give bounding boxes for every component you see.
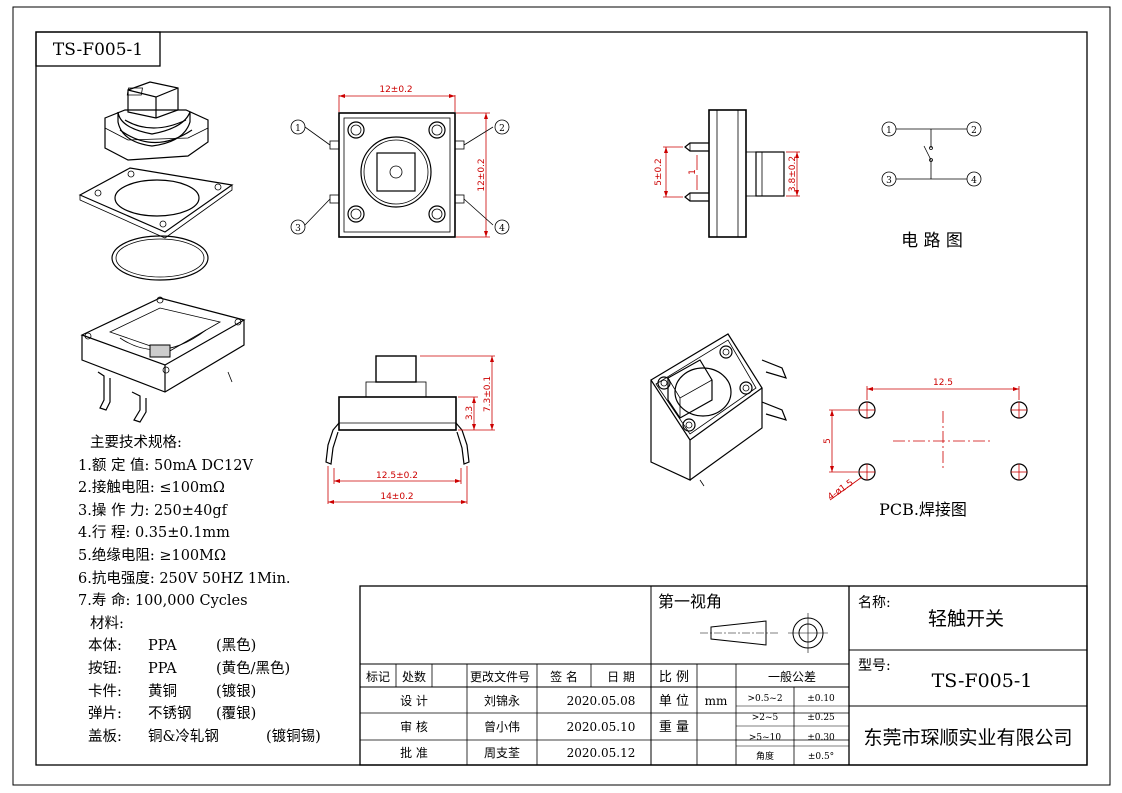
pin-label-3: 3 xyxy=(295,224,301,234)
row-design-date: 2020.05.08 xyxy=(567,694,636,708)
rev-header-count: 处数 xyxy=(402,669,426,684)
row-review-date: 2020.05.10 xyxy=(567,720,636,734)
material-row: 按钮: PPA (黄色/黑色) xyxy=(78,658,368,681)
material-finish: (黑色) xyxy=(216,638,257,655)
materials-heading: 材料: xyxy=(90,615,124,632)
model-value: TS-F005-1 xyxy=(932,670,1033,692)
pcb-dim-5: 5 xyxy=(823,438,833,444)
spec-item: 7.寿 命: 100,000 Cycles xyxy=(78,593,248,610)
row-design-person: 刘锦永 xyxy=(484,694,520,708)
row-review-role: 审 核 xyxy=(400,719,428,734)
rev-header-mark: 标记 xyxy=(366,670,390,684)
circuit-pin-4: 4 xyxy=(971,176,977,186)
top-view: 12±0.2 12±0.2 1 2 3 4 xyxy=(290,85,510,238)
drawing-id-box xyxy=(35,31,161,67)
projection-label: 第一视角 xyxy=(658,592,722,611)
row-approve-date: 2020.05.12 xyxy=(567,746,636,760)
specs-heading: 主要技术规格: xyxy=(90,435,182,451)
model-label: 型号: xyxy=(858,658,891,674)
weight-label: 重 量 xyxy=(659,719,689,735)
name-value: 轻触开关 xyxy=(928,608,1004,630)
material-row: 本体: PPA (黑色) xyxy=(78,635,368,658)
top-width-dim: 12±0.2 xyxy=(379,85,412,95)
tol-range-4: 角度 xyxy=(756,750,774,762)
isometric-view xyxy=(650,333,788,487)
material-part: 按钮: xyxy=(88,660,122,677)
spec-item: 2.接触电阻: ≤100mΩ xyxy=(78,480,225,497)
material-name: PPA xyxy=(148,638,177,655)
row-approve-role: 批 准 xyxy=(400,745,428,760)
top-height-dim: 12±0.2 xyxy=(477,158,487,191)
rev-header-date: 日 期 xyxy=(607,670,635,684)
spec-item: 4.行 程: 0.35±0.1mm xyxy=(78,525,230,542)
material-part: 弹片: xyxy=(88,706,122,723)
material-name: 黄铜 xyxy=(148,683,177,700)
side-dim-3-8: 3.8±0.2 xyxy=(788,156,798,192)
material-name: PPA xyxy=(148,660,177,677)
material-part: 卡件: xyxy=(88,683,122,700)
unit-value: mm xyxy=(705,694,728,708)
rev-header-sign: 签 名 xyxy=(550,669,578,684)
scale-label: 比 例 xyxy=(659,670,689,685)
front-dim-14: 14±0.2 xyxy=(380,492,413,502)
material-row: 卡件: 黄铜 (镀银) xyxy=(78,681,368,704)
circuit-pin-2: 2 xyxy=(971,126,977,136)
row-approve-person: 周支荃 xyxy=(484,746,520,760)
tol-range-2: >2~5 xyxy=(752,713,779,723)
pin-label-4: 4 xyxy=(499,224,505,234)
circuit-pin-1: 1 xyxy=(886,126,892,136)
pcb-title: PCB.焊接图 xyxy=(879,500,967,519)
pcb-dim-hole: 4-ø1.5 xyxy=(826,478,855,503)
drawing-id: TS-F005-1 xyxy=(53,40,143,60)
pcb-layout: 12.5 5 4-ø1.5 xyxy=(823,378,1028,503)
title-block: 第一视角 标记 处数 更改文件号 签 名 日 期 设 计 刘锦永 2020.05… xyxy=(359,585,1088,766)
circuit-title: 电 路 图 xyxy=(901,231,963,251)
material-name: 不锈钢 xyxy=(148,706,192,723)
material-finish: (黄色/黑色) xyxy=(216,660,291,677)
front-dim-3-3: 3.3 xyxy=(465,406,475,420)
side-dim-5: 5±0.2 xyxy=(654,158,664,186)
material-finish: (镀铜锡) xyxy=(266,728,321,745)
tol-value-4: ±0.5° xyxy=(808,752,834,762)
material-name: 铜&冷轧钢 xyxy=(148,728,219,745)
material-row: 盖板: 铜&冷轧钢 (镀铜锡) xyxy=(78,726,368,749)
material-finish: (覆银) xyxy=(216,706,257,723)
spec-item: 6.抗电强度: 250V 50HZ 1Min. xyxy=(78,570,291,587)
spec-item: 3.操 作 力: 250±40gf xyxy=(78,502,227,519)
unit-label: 单 位 xyxy=(659,694,689,709)
outer-border xyxy=(12,6,1111,786)
tol-range-1: >0.5~2 xyxy=(747,694,782,704)
spec-item: 5.绝缘电阻: ≥100MΩ xyxy=(78,547,227,564)
circuit-diagram: 1 2 3 4 xyxy=(881,121,982,187)
company-name: 东莞市琛顺实业有限公司 xyxy=(863,727,1072,749)
spec-item: 1.额 定 值: 50mA DC12V xyxy=(78,457,253,474)
circuit-pin-3: 3 xyxy=(886,176,892,186)
rev-header-doc: 更改文件号 xyxy=(470,669,530,684)
tol-value-2: ±0.25 xyxy=(807,713,835,723)
side-dim-1: 1 xyxy=(688,169,698,175)
material-finish: (镀银) xyxy=(216,683,257,700)
specs-panel: 主要技术规格: 1.额 定 值: 50mA DC12V 2.接触电阻: ≤100… xyxy=(78,432,368,748)
material-part: 本体: xyxy=(88,638,122,655)
front-dim-7-3: 7.3±0.1 xyxy=(483,376,493,412)
front-dim-12-5: 12.5±0.2 xyxy=(376,471,418,481)
row-design-role: 设 计 xyxy=(400,694,428,708)
name-label: 名称: xyxy=(858,595,891,611)
tol-value-1: ±0.10 xyxy=(807,694,835,704)
tol-value-3: ±0.30 xyxy=(807,733,835,743)
pin-label-1: 1 xyxy=(295,124,301,134)
row-review-person: 曾小伟 xyxy=(484,720,520,734)
material-row: 弹片: 不锈钢 (覆银) xyxy=(78,703,368,726)
front-view: 12.5±0.2 14±0.2 3.3 7.3±0.1 xyxy=(325,355,495,504)
exploded-view xyxy=(78,81,246,423)
tolerance-title: 一般公差 xyxy=(768,669,816,684)
side-view: 5±0.2 1 3.8±0.2 xyxy=(654,109,800,238)
material-part: 盖板: xyxy=(88,728,122,745)
pin-label-2: 2 xyxy=(499,124,505,134)
tol-range-3: >5~10 xyxy=(749,733,782,743)
pcb-dim-12-5: 12.5 xyxy=(933,378,953,388)
